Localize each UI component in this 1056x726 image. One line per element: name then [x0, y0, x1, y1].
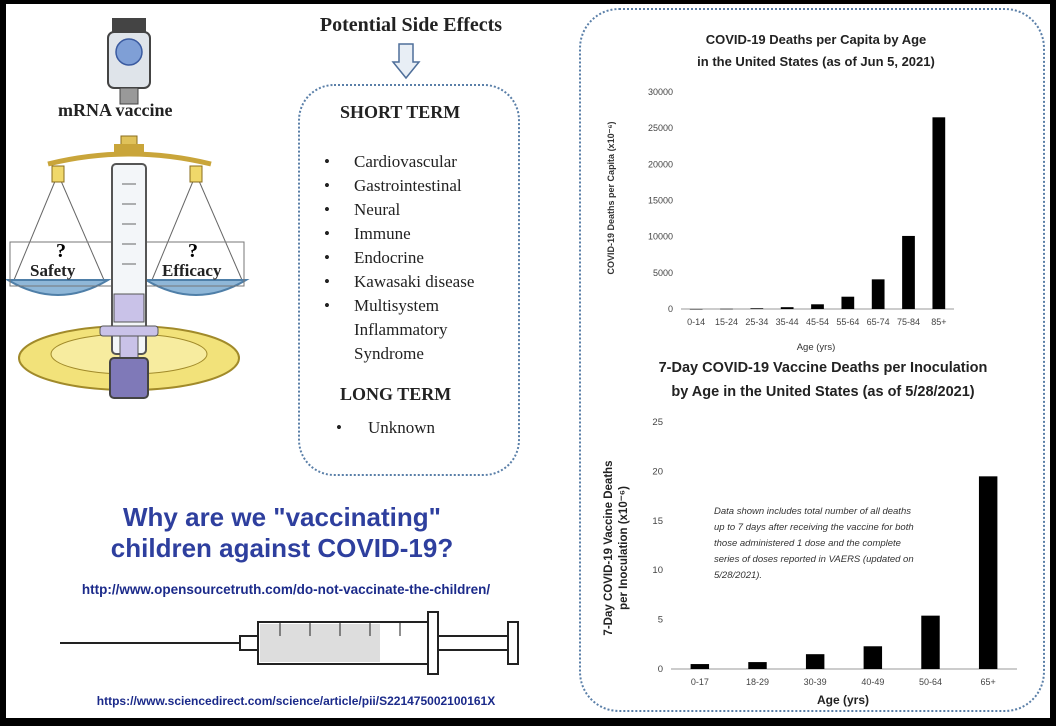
- headline-line-1: Why are we "vaccinating": [123, 502, 441, 532]
- side-effects-title: Potential Side Effects: [319, 14, 503, 36]
- chart2-ylabel-line1: 7-Day COVID-19 Vaccine Deaths: [603, 460, 615, 635]
- headline-line-2: children against COVID-19?: [110, 533, 454, 563]
- bar-75-84: [902, 235, 915, 309]
- chart1-subtitle: in the United States (as of Jun 5, 2021): [697, 54, 935, 69]
- annotation-line: series of doses reported in VAERS (updat…: [714, 554, 914, 565]
- headline: Why are we "vaccinating" children agains…: [62, 502, 502, 564]
- bar-55-64: [841, 296, 855, 309]
- scale-beam-icon: [47, 151, 212, 167]
- chart2-ylabel-line2: per Inoculation (x10⁻⁶): [618, 486, 630, 610]
- y-tick-label: 0: [668, 304, 673, 314]
- chart2-bars: [690, 476, 998, 669]
- side-effects-box: SHORT TERM Cardiovascular Gastrointestin…: [298, 84, 520, 476]
- x-tick-label: 65+: [981, 677, 996, 687]
- chart1-xlabel: Age (yrs): [797, 342, 836, 353]
- x-tick-label: 40-49: [861, 677, 884, 687]
- y-tick-label: 15: [652, 516, 663, 527]
- y-tick-label: 15000: [648, 196, 673, 206]
- x-tick-label: 18-29: [746, 677, 769, 687]
- chart2-annotation: Data shown includes total number of all …: [714, 506, 914, 581]
- chart2-axes: 0 5 10 15 20 25 0-17 18-29 30-39 40-49 50-64 65+: [652, 417, 1017, 687]
- x-tick-label: 85+: [931, 317, 946, 327]
- x-tick-label: 30-39: [804, 677, 827, 687]
- infographic-canvas: mRNA vaccine ? ? Safety Efficacy Potenti…: [6, 4, 1050, 718]
- chart1-ylabel: COVID-19 Deaths per Capita (x10⁻⁶): [606, 122, 616, 275]
- vial-cap-icon: [112, 18, 146, 32]
- bar-65+: [978, 476, 998, 669]
- list-item: Endocrine: [318, 246, 514, 270]
- efficacy-question-mark: ?: [188, 240, 198, 262]
- chart1-title: COVID-19 Deaths per Capita by Age: [706, 32, 927, 47]
- list-item: Cardiovascular: [318, 150, 514, 174]
- short-term-heading: SHORT TERM: [340, 102, 461, 122]
- long-term-heading: LONG TERM: [340, 384, 452, 404]
- y-tick-label: 20: [652, 466, 663, 477]
- efficacy-pan-icon: [142, 279, 250, 296]
- y-tick-label: 20000: [648, 159, 673, 169]
- bar-40-49: [863, 646, 883, 669]
- bar-65-74: [871, 279, 885, 309]
- bar-50-64: [921, 615, 940, 669]
- annotation-line: Data shown includes total number of all …: [714, 506, 911, 517]
- list-item: Kawasaki disease: [318, 270, 514, 294]
- list-item: Neural: [318, 198, 514, 222]
- chart1-bars: [689, 117, 946, 310]
- bar-35-44: [780, 307, 794, 309]
- x-tick-label: 45-54: [806, 317, 829, 327]
- list-item: Unknown: [328, 416, 435, 440]
- bar-15-24: [720, 308, 733, 310]
- bar-45-54: [811, 304, 824, 309]
- y-tick-label: 0: [658, 664, 663, 675]
- source-link-2[interactable]: https://www.sciencedirect.com/science/ar…: [96, 694, 496, 708]
- x-tick-label: 55-64: [836, 317, 859, 327]
- chart2-subtitle: by Age in the United States (as of 5/28/…: [671, 384, 974, 400]
- source-link-1[interactable]: http://www.opensourcetruth.com/do-not-va…: [81, 582, 491, 597]
- bar-85+: [932, 117, 946, 309]
- x-tick-label: 65-74: [867, 317, 890, 327]
- list-item: Multisystem Inflammatory Syndrome: [318, 294, 514, 366]
- short-term-list: Cardiovascular Gastrointestinal Neural I…: [318, 150, 514, 366]
- annotation-line: up to 7 days after receiving the vaccine…: [714, 522, 914, 533]
- y-tick-label: 10: [652, 565, 663, 576]
- y-tick-label: 25000: [648, 123, 673, 133]
- safety-pan-icon: [6, 279, 112, 296]
- y-tick-label: 10000: [648, 232, 673, 242]
- list-item: Immune: [318, 222, 514, 246]
- long-term-list: Unknown: [328, 416, 435, 440]
- x-tick-label: 25-34: [745, 317, 768, 327]
- chart2-title: 7-Day COVID-19 Vaccine Deaths per Inocul…: [659, 360, 988, 376]
- mrna-vaccine-label: mRNA vaccine: [58, 100, 173, 120]
- syringe-plunger-icon: [109, 357, 149, 399]
- x-tick-label: 50-64: [919, 677, 942, 687]
- list-item: Gastrointestinal: [318, 174, 514, 198]
- chart-panel: [579, 8, 1045, 712]
- bar-0-14: [689, 308, 703, 310]
- y-tick-label: 30000: [648, 87, 673, 97]
- x-tick-label: 75-84: [897, 317, 920, 327]
- x-tick-label: 35-44: [776, 317, 799, 327]
- charts-svg: COVID-19 Deaths per Capita by Age in the…: [603, 32, 1017, 707]
- annotation-line: those administered 1 dose and the comple…: [714, 538, 901, 549]
- y-tick-label: 5: [658, 615, 663, 626]
- x-tick-label: 15-24: [715, 317, 738, 327]
- bar-30-39: [805, 654, 825, 669]
- virus-icon: [115, 38, 143, 66]
- vaccine-scale-illustration: [6, 18, 250, 399]
- y-tick-label: 25: [652, 417, 663, 428]
- bar-18-29: [748, 662, 767, 669]
- safety-label: Safety: [30, 261, 76, 280]
- x-tick-label: 0-14: [687, 317, 705, 327]
- down-arrow-icon: [391, 43, 421, 80]
- bar-0-17: [690, 664, 710, 669]
- bar-25-34: [750, 308, 764, 309]
- syringe-needle-icon: [60, 611, 519, 675]
- x-tick-label: 0-17: [691, 677, 709, 687]
- y-tick-label: 5000: [653, 268, 673, 278]
- safety-question-mark: ?: [56, 240, 66, 262]
- annotation-line: 5/28/2021).: [714, 570, 762, 581]
- chart2-xlabel: Age (yrs): [817, 693, 869, 707]
- efficacy-label: Efficacy: [162, 261, 222, 280]
